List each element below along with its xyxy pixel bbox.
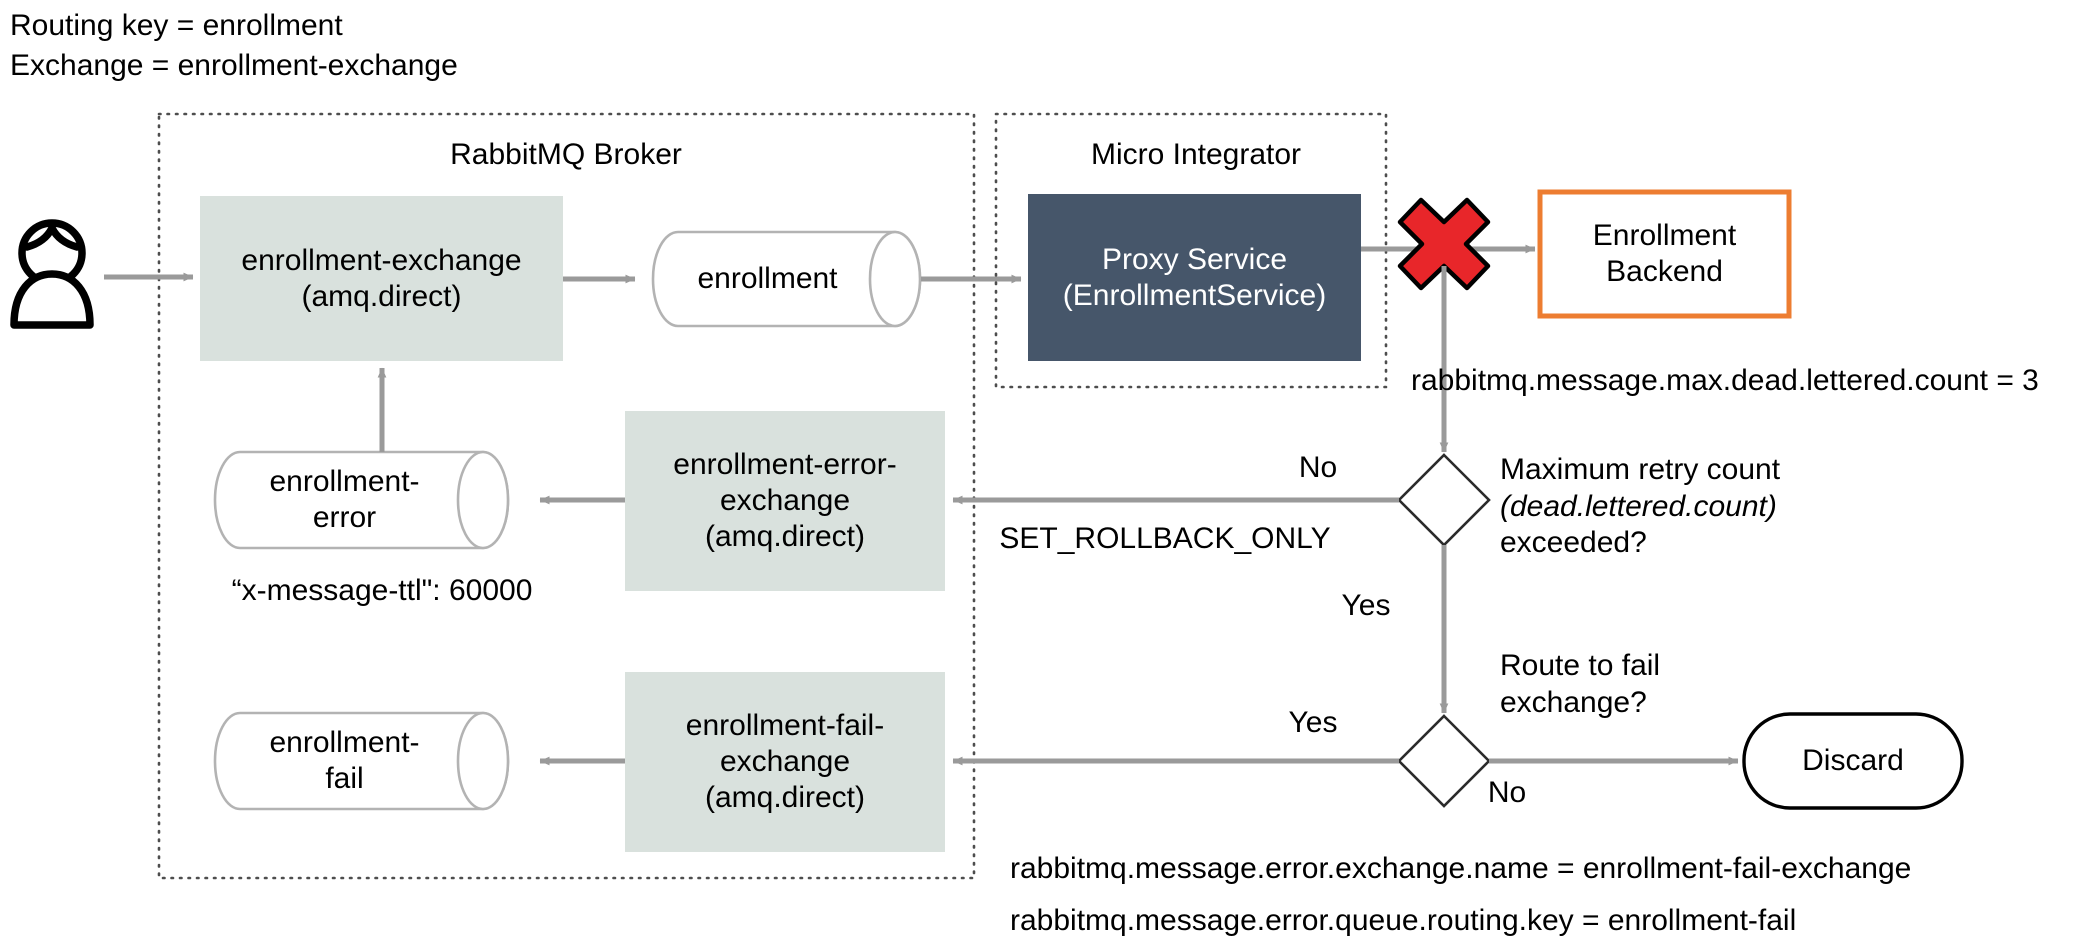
- max-retry-question-line3: exceeded?: [1500, 526, 1647, 560]
- route-to-fail-question-line2: exchange?: [1500, 685, 1647, 719]
- enrollment-fail-exchange-box: [625, 672, 945, 852]
- route-to-fail-no-label: No: [1487, 776, 1527, 809]
- enrollment-error-exchange-box: [625, 411, 945, 591]
- proxy-service-box: [1028, 194, 1361, 361]
- enrollment-exchange-box: [200, 196, 563, 361]
- enrollment-fail-queue-cylinder: [213, 711, 510, 811]
- enrollment-error-exchange-label: enrollment-error- exchange (amq.direct): [673, 448, 897, 553]
- enrollment-fail-exchange-label: enrollment-fail- exchange (amq.direct): [685, 709, 885, 814]
- discard-box: [1742, 712, 1964, 810]
- enrollment-error-queue-cylinder: [213, 450, 510, 550]
- error-exchange-name-annotation: rabbitmq.message.error.exchange.name = e…: [1010, 852, 1912, 885]
- max-dead-lettered-annotation: rabbitmq.message.max.dead.lettered.count…: [1411, 364, 2039, 397]
- enrollment-backend-label: Enrollment Backend: [1592, 219, 1737, 288]
- note-exchange: Exchange = enrollment-exchange: [10, 49, 458, 82]
- max-retry-no-label: No: [1298, 451, 1338, 484]
- rabbitmq-broker-title: RabbitMQ Broker: [450, 138, 682, 171]
- micro-integrator-title: Micro Integrator: [1090, 138, 1302, 171]
- route-to-fail-question-line1: Route to fail: [1500, 649, 1661, 682]
- max-retry-decision-diamond: [1397, 453, 1491, 547]
- actor-user-icon: [10, 219, 94, 329]
- red-x-failure-icon: [1397, 197, 1491, 291]
- ttl-annotation: “x-message-ttl": 60000: [231, 574, 533, 607]
- note-routing-key: Routing key = enrollment: [10, 9, 343, 42]
- error-queue-routing-key-annotation: rabbitmq.message.error.queue.routing.key…: [1010, 904, 1797, 937]
- discard-label: Discard: [1802, 744, 1904, 777]
- max-retry-yes-label: Yes: [1341, 589, 1391, 622]
- set-rollback-only-label: SET_ROLLBACK_ONLY: [999, 522, 1331, 555]
- enrollment-fail-queue-label: enrollment- fail: [269, 726, 420, 795]
- rabbitmq-broker-container: [157, 112, 976, 880]
- max-retry-question-line1: Maximum retry count: [1500, 453, 1781, 486]
- enrollment-queue-cylinder: [651, 230, 922, 328]
- enrollment-exchange-label: enrollment-exchange (amq.direct): [241, 243, 522, 313]
- proxy-service-label: Proxy Service (EnrollmentService): [1062, 242, 1327, 312]
- route-to-fail-decision-diamond: [1397, 714, 1491, 808]
- max-retry-question-line2: (dead.lettered.count): [1500, 489, 1777, 523]
- enrollment-queue-label: enrollment: [697, 262, 838, 295]
- max-retry-question: Maximum retry count (dead.lettered.count…: [1500, 452, 1780, 562]
- route-to-fail-yes-label: Yes: [1288, 706, 1338, 739]
- enrollment-backend-box: [1537, 189, 1792, 319]
- route-to-fail-question: Route to fail exchange?: [1500, 648, 1660, 721]
- enrollment-error-queue-label: enrollment- error: [269, 465, 420, 534]
